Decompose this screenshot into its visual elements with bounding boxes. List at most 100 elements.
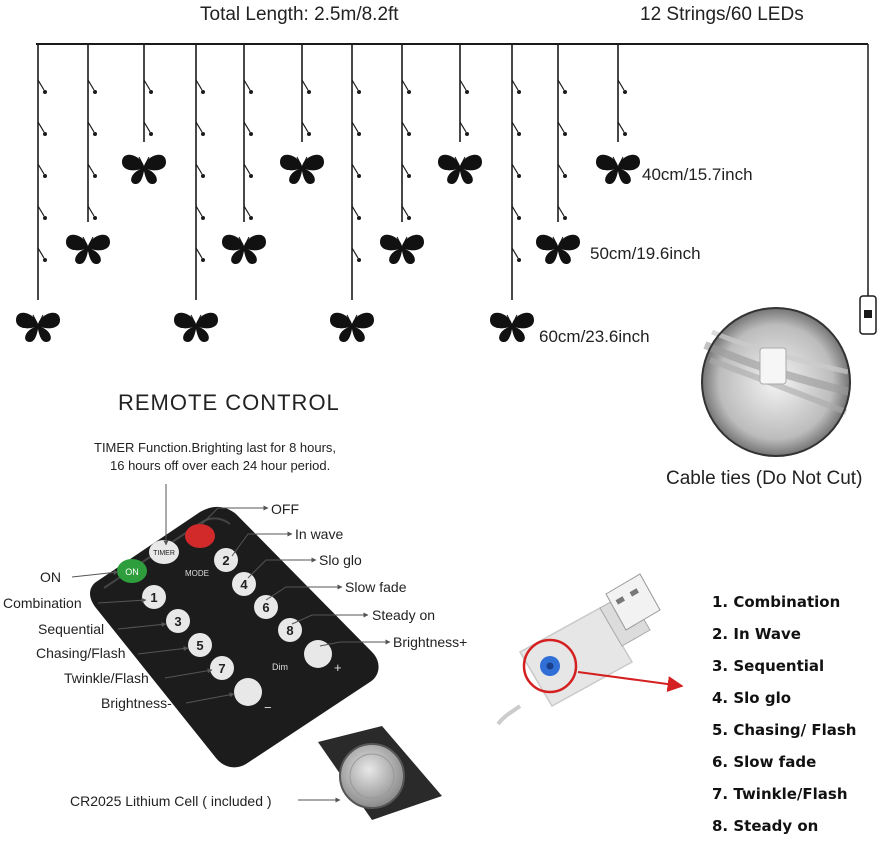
butterfly-icon bbox=[173, 312, 219, 343]
led-bulb bbox=[511, 163, 521, 178]
led-bulb bbox=[37, 79, 47, 94]
mode-item: 8. Steady on bbox=[712, 817, 818, 835]
led-bulb bbox=[617, 79, 627, 94]
led-bulb bbox=[87, 79, 97, 94]
led-bulb bbox=[195, 79, 205, 94]
label-slo-glo: Slo glo bbox=[319, 552, 362, 568]
butterfly-icon bbox=[65, 234, 111, 265]
number-button-label: 7 bbox=[218, 661, 225, 676]
led-bulb bbox=[37, 163, 47, 178]
mode-item: 2. In Wave bbox=[712, 625, 801, 643]
led-bulb bbox=[243, 121, 253, 136]
timer-button[interactable]: TIMER bbox=[149, 540, 179, 564]
led-bulb bbox=[37, 205, 47, 220]
remote-callout-lines bbox=[71, 484, 391, 803]
led-bulb bbox=[351, 205, 361, 220]
cable-ties-photo bbox=[701, 307, 851, 457]
remote-right-labels: OFF In wave Slo glo Slow fade Steady on … bbox=[271, 501, 467, 650]
length-50cm-label: 50cm/19.6inch bbox=[590, 244, 701, 263]
butterfly-icon bbox=[329, 312, 375, 343]
label-brightness-minus: Brightness- bbox=[101, 695, 172, 711]
number-button-6[interactable]: 6 bbox=[254, 595, 278, 619]
led-bulb bbox=[351, 79, 361, 94]
label-off: OFF bbox=[271, 501, 299, 517]
butterfly-icon bbox=[489, 312, 535, 343]
brightness-plus-button[interactable]: + bbox=[304, 640, 342, 675]
label-sequential: Sequential bbox=[38, 621, 104, 637]
led-bulb bbox=[401, 205, 411, 220]
led-bulb bbox=[351, 121, 361, 136]
usb-plug-small bbox=[859, 44, 877, 335]
led-bulb bbox=[195, 247, 205, 262]
label-twinkle-flash: Twinkle/Flash bbox=[64, 670, 149, 686]
butterfly-icon bbox=[595, 154, 641, 185]
mode-label: MODE bbox=[185, 569, 209, 578]
led-bulb bbox=[195, 205, 205, 220]
led-bulb bbox=[401, 121, 411, 136]
on-button[interactable]: ON bbox=[117, 559, 147, 583]
led-bulb bbox=[557, 79, 567, 94]
total-length-label: Total Length: 2.5m/8.2ft bbox=[200, 4, 399, 25]
number-button-label: 2 bbox=[222, 553, 229, 568]
led-bulb bbox=[557, 205, 567, 220]
butterfly-icon bbox=[221, 234, 267, 265]
led-bulb bbox=[401, 79, 411, 94]
number-button-5[interactable]: 5 bbox=[188, 633, 212, 657]
mode-number-buttons[interactable]: 1 2 3 4 5 6 7 8 bbox=[142, 548, 302, 680]
led-bulb bbox=[243, 163, 253, 178]
number-button-label: 3 bbox=[174, 614, 181, 629]
usb-controller bbox=[496, 573, 684, 726]
led-bulb bbox=[511, 205, 521, 220]
svg-text:TIMER: TIMER bbox=[153, 550, 175, 557]
led-bulb bbox=[37, 121, 47, 136]
led-bulb bbox=[557, 163, 567, 178]
plus-sign: + bbox=[334, 660, 342, 675]
led-bulb bbox=[351, 247, 361, 262]
led-bulb bbox=[37, 247, 47, 262]
off-button[interactable] bbox=[185, 524, 215, 548]
mode-item: 1. Combination bbox=[712, 593, 840, 611]
label-on: ON bbox=[40, 569, 61, 585]
label-brightness-plus: Brightness+ bbox=[393, 634, 467, 650]
butterfly-icon bbox=[15, 312, 61, 343]
led-bulb bbox=[87, 121, 97, 136]
led-bulb bbox=[511, 79, 521, 94]
strings-count-label: 12 Strings/60 LEDs bbox=[640, 4, 804, 25]
minus-sign: − bbox=[264, 700, 272, 715]
number-button-3[interactable]: 3 bbox=[166, 609, 190, 633]
number-button-4[interactable]: 4 bbox=[232, 572, 256, 596]
butterfly-icon bbox=[535, 234, 581, 265]
curtain-lights bbox=[15, 43, 877, 343]
number-button-label: 5 bbox=[196, 638, 203, 653]
mode-item: 6. Slow fade bbox=[712, 753, 816, 771]
mode-list: 1. Combination 2. In Wave 3. Sequential … bbox=[712, 593, 856, 835]
svg-text:ON: ON bbox=[125, 567, 139, 577]
butterflies bbox=[15, 154, 641, 343]
mode-item: 7. Twinkle/Flash bbox=[712, 785, 848, 803]
brightness-minus-button[interactable]: − bbox=[234, 678, 272, 715]
led-bulb bbox=[401, 163, 411, 178]
number-button-label: 4 bbox=[240, 577, 248, 592]
butterfly-icon bbox=[437, 154, 483, 185]
butterfly-icon bbox=[279, 154, 325, 185]
number-button-2[interactable]: 2 bbox=[214, 548, 238, 572]
label-slow-fade: Slow fade bbox=[345, 579, 407, 595]
led-bulb bbox=[301, 121, 311, 136]
length-40cm-label: 40cm/15.7inch bbox=[642, 165, 753, 184]
label-chasing-flash: Chasing/Flash bbox=[36, 645, 126, 661]
led-bulb bbox=[459, 79, 469, 94]
led-bulb bbox=[143, 121, 153, 136]
timer-note-line1: TIMER Function.Brighting last for 8 hour… bbox=[94, 440, 336, 455]
led-bulb bbox=[511, 121, 521, 136]
number-button-label: 6 bbox=[262, 600, 269, 615]
led-bulb bbox=[87, 163, 97, 178]
number-button-7[interactable]: 7 bbox=[210, 656, 234, 680]
number-button-1[interactable]: 1 bbox=[142, 585, 166, 609]
led-bulb bbox=[243, 79, 253, 94]
light-strings bbox=[36, 43, 868, 300]
led-bulb bbox=[301, 79, 311, 94]
label-steady-on: Steady on bbox=[372, 607, 435, 623]
number-button-8[interactable]: 8 bbox=[278, 618, 302, 642]
led-bulb bbox=[459, 121, 469, 136]
